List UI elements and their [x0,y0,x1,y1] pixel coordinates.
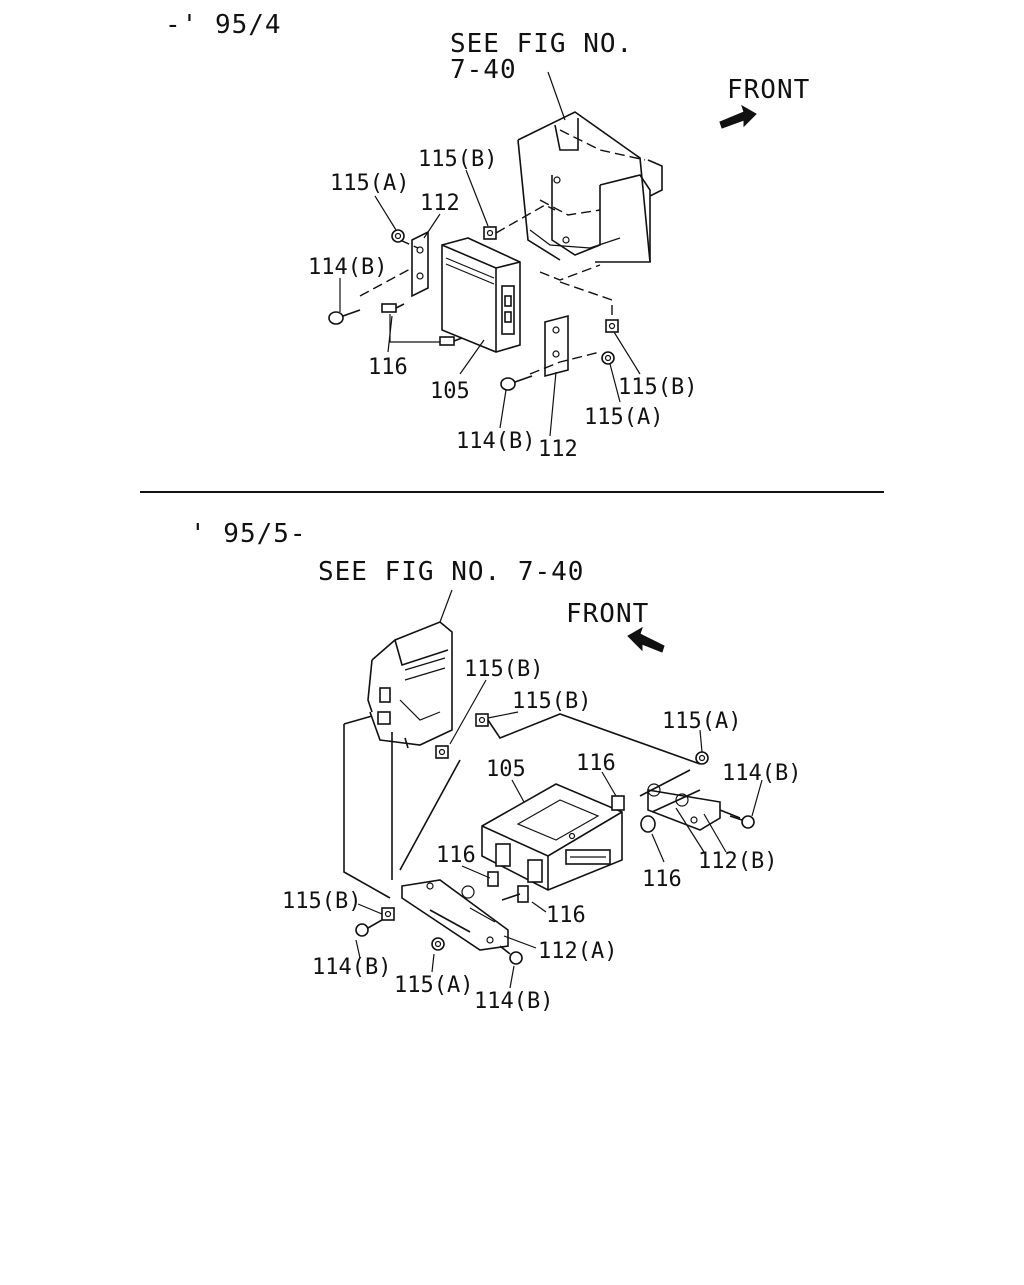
top-see-fig-leader [547,71,566,121]
top-nut-115b-upper-icon [483,226,497,240]
bottom-clip-116-right-icon [640,815,656,833]
top-see-fig-line2: 7-40 [450,55,517,85]
top-label-116: 116 [368,355,408,380]
bottom-label-116-lower: 116 [546,903,586,928]
bottom-label-116-top: 116 [576,751,616,776]
top-label-114b-left: 114(B) [308,255,387,280]
top-label-114b-lower: 114(B) [456,429,535,454]
bottom-assembly-line [343,715,373,725]
top-assembly-line [359,267,413,297]
bottom-assembly-line [501,893,521,901]
top-assembly-line [529,351,601,375]
bottom-label-112a: 112(A) [538,939,617,964]
top-assembly-line [539,264,601,281]
top-nut-115a-upper-icon [391,229,405,243]
bottom-bolt-114b-left-icon [355,919,383,937]
top-label-115b-lower: 115(B) [618,375,697,400]
bottom-label-115b-b: 115(B) [512,689,591,714]
top-control-unit-105 [441,237,521,353]
bottom-nut-115a-lower-icon [431,937,445,951]
top-bolt-114b-left-icon [328,309,361,325]
bottom-label-116-mid: 116 [436,843,476,868]
top-label-112-upper: 112 [420,191,460,216]
bottom-control-unit-105 [481,783,623,891]
bottom-leader-lines [355,679,763,989]
top-label-105: 105 [430,379,470,404]
bottom-label-114b-bottom: 114(B) [474,989,553,1014]
top-body-bracket [517,111,663,263]
top-assembly-line [559,281,613,320]
top-leader-lines [339,169,641,437]
bottom-label-115a-lower: 115(A) [394,973,473,998]
top-label-115a-lower: 115(A) [584,405,663,430]
bottom-label-114b-left: 114(B) [312,955,391,980]
bottom-body-bracket [367,621,453,749]
bottom-label-114b-right: 114(B) [722,761,801,786]
top-nut-115b-lower-icon [605,319,619,333]
bottom-front-arrow-icon [627,626,665,653]
top-diagram: -' 95/4 SEE FIG NO. 7-40 FRONT [165,10,810,462]
bottom-assembly-line [651,789,701,813]
top-front-arrow-icon [719,104,757,129]
bottom-assembly-line [719,809,741,819]
bottom-bolt-114b-bottom-icon [499,945,523,965]
top-bolt-114b-lower-icon [500,375,533,391]
bottom-diagram: ' 95/5- SEE FIG NO. 7-40 FRONT [190,519,801,1014]
bottom-nut-115b-left-icon [381,907,395,921]
bottom-label-115b-left: 115(B) [282,889,361,914]
top-nut-115a-lower-icon [601,351,615,365]
bottom-see-fig-label: SEE FIG NO. 7-40 [318,557,584,587]
top-clip-116-upper-icon [381,303,405,313]
top-label-115b-upper: 115(B) [418,147,497,172]
bottom-nut-115a-right-icon [695,751,709,765]
bottom-label-116-right: 116 [642,867,682,892]
top-see-fig-line1: SEE FIG NO. [450,29,633,59]
bottom-assembly-line [343,724,391,899]
bottom-nut-115b-side-icon [435,745,449,759]
bottom-label-115b-a: 115(B) [464,657,543,682]
top-bracket-112-left [399,230,429,298]
top-front-label: FRONT [727,75,810,105]
top-label-115a-upper: 115(A) [330,171,409,196]
bottom-front-label: FRONT [566,599,649,629]
bottom-bolt-114b-right-icon [729,815,755,829]
bottom-bracket-112a [401,879,509,951]
bottom-assembly-line [639,769,691,797]
top-assembly-line [389,314,440,343]
bottom-label-115a-right: 115(A) [662,709,741,734]
bottom-label-105: 105 [486,757,526,782]
bottom-assembly-line [429,909,471,933]
top-period-label: -' 95/4 [165,10,282,40]
bottom-assembly-line [399,759,461,871]
bottom-clip-116-mid-icon [487,871,499,887]
bottom-clip-116-top-icon [611,795,625,811]
top-clip-116-lower-icon [439,336,463,346]
bottom-period-label: ' 95/5- [190,519,307,549]
bottom-nut-115b-upper-icon [475,713,489,727]
top-assembly-line [495,204,556,234]
bottom-assembly-line [487,713,701,765]
top-label-112-lower: 112 [538,437,578,462]
bottom-see-fig-leader [439,589,453,623]
bottom-label-112b: 112(B) [698,849,777,874]
